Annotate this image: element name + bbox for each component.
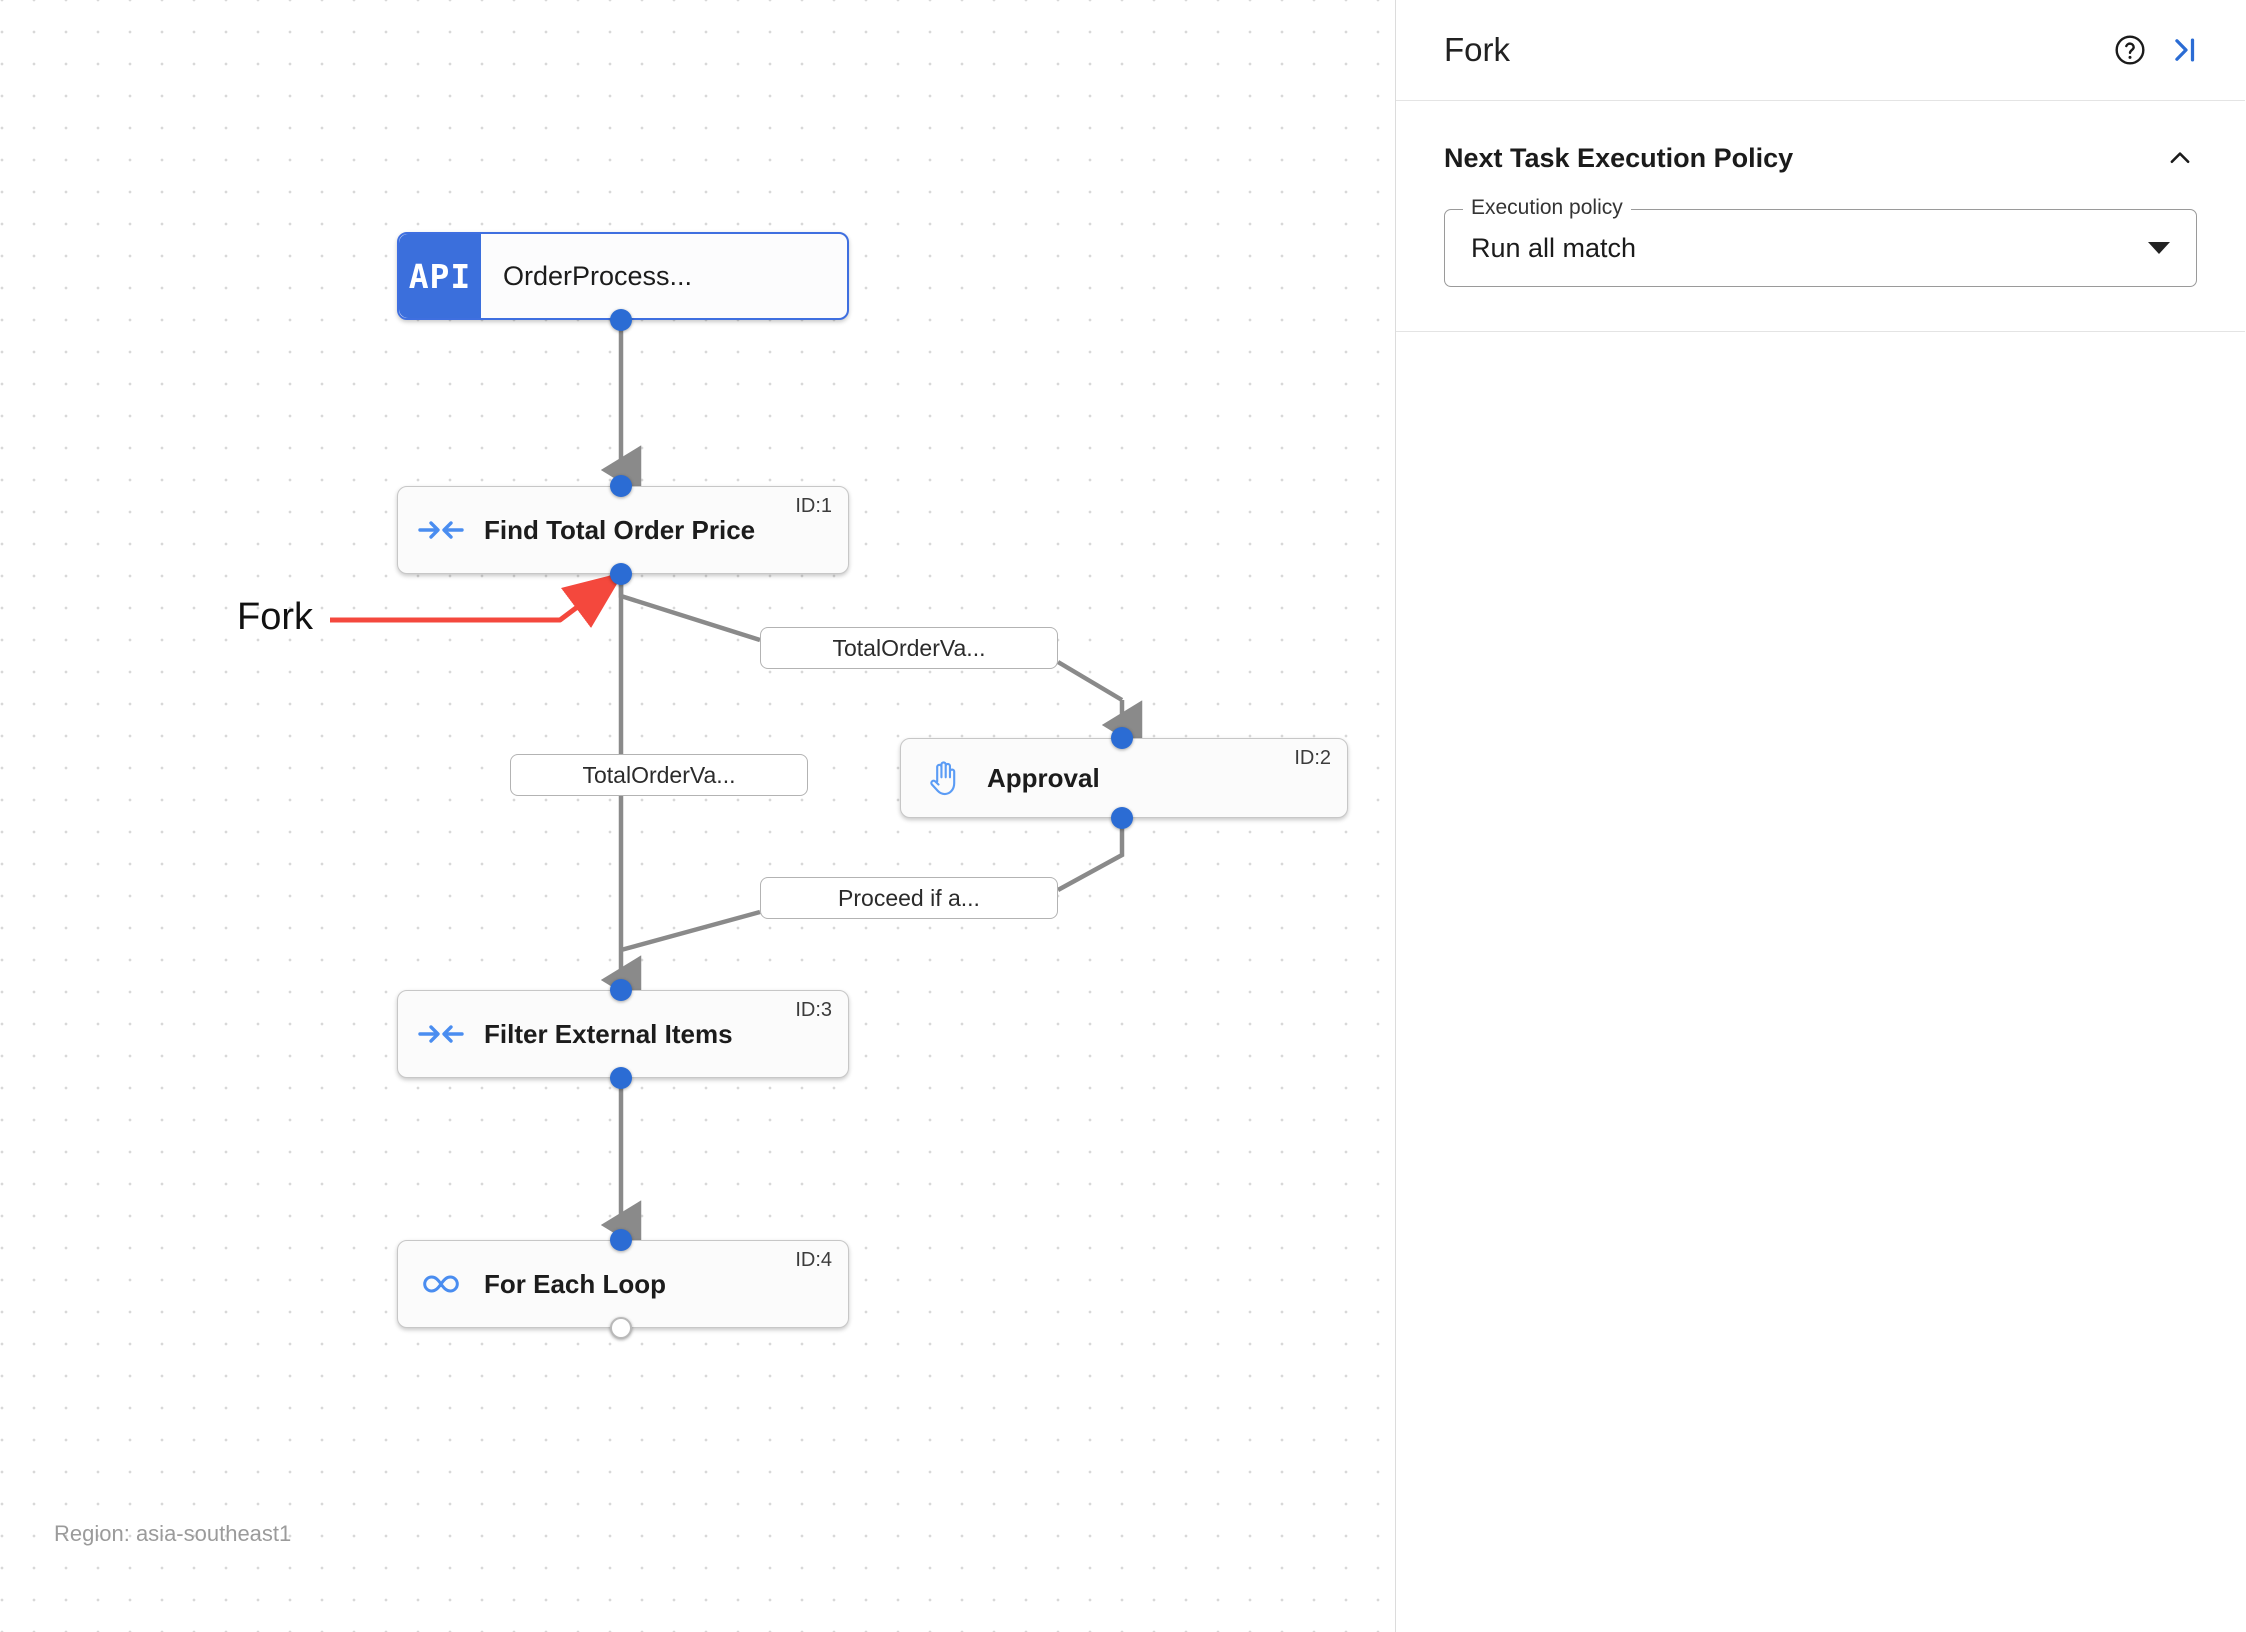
merge-arrows-icon: [398, 1020, 484, 1048]
section-next-task-execution-policy: Next Task Execution Policy Execution pol…: [1396, 101, 2245, 332]
node-title: OrderProcess...: [503, 260, 693, 291]
section-title: Next Task Execution Policy: [1444, 142, 1794, 173]
connector-task4-in[interactable]: [610, 1229, 632, 1251]
connector-approval-out[interactable]: [1111, 807, 1133, 829]
node-approval[interactable]: Approval ID:2: [900, 738, 1348, 818]
execution-policy-value: Run all match: [1471, 232, 1637, 263]
edge-label-total-order-value-approval[interactable]: TotalOrderVa...: [760, 627, 1058, 669]
edge-label-total-order-value-filter[interactable]: TotalOrderVa...: [510, 754, 808, 796]
node-title: For Each Loop: [484, 1268, 666, 1299]
node-id-badge: ID:3: [795, 999, 832, 1021]
api-badge-icon: API: [399, 234, 481, 318]
infinity-icon: [398, 1271, 484, 1297]
connector-task4-out[interactable]: [610, 1317, 632, 1339]
execution-policy-label: Execution policy: [1463, 196, 1631, 220]
properties-panel: Fork Next Task Execution Policy: [1396, 0, 2245, 1632]
node-id-badge: ID:1: [795, 495, 832, 517]
edge-label-proceed-if-approved[interactable]: Proceed if a...: [760, 877, 1058, 919]
fork-annotation-label: Fork: [237, 596, 313, 638]
panel-title: Fork: [1444, 31, 1510, 68]
node-for-each-loop[interactable]: For Each Loop ID:4: [397, 1240, 849, 1328]
help-circle-icon[interactable]: [2103, 23, 2157, 77]
node-filter-external-items[interactable]: Filter External Items ID:3: [397, 990, 849, 1078]
node-id-badge: ID:2: [1294, 747, 1331, 769]
hand-raised-icon: [901, 758, 987, 798]
merge-arrows-icon: [398, 516, 484, 544]
connector-trigger-out[interactable]: [610, 309, 632, 331]
chevron-up-icon[interactable]: [2163, 141, 2197, 175]
region-label: Region: asia-southeast1: [54, 1521, 292, 1546]
section-header[interactable]: Next Task Execution Policy: [1444, 141, 2197, 175]
connector-task3-out[interactable]: [610, 1067, 632, 1089]
connector-task3-in[interactable]: [610, 979, 632, 1001]
connector-approval-in[interactable]: [1111, 727, 1133, 749]
node-find-total-order-price[interactable]: Find Total Order Price ID:1: [397, 486, 849, 574]
node-title: Find Total Order Price: [484, 514, 756, 545]
workflow-canvas[interactable]: Fork API OrderProcess... Find T: [0, 0, 1396, 1632]
panel-header: Fork: [1396, 0, 2245, 101]
node-id-badge: ID:4: [795, 1249, 832, 1271]
node-title: Approval: [987, 762, 1100, 793]
collapse-panel-icon[interactable]: [2157, 23, 2211, 77]
connector-task1-out[interactable]: [610, 563, 632, 585]
caret-down-icon[interactable]: [2148, 242, 2170, 254]
execution-policy-select[interactable]: Execution policy Run all match: [1444, 196, 2197, 287]
connector-task1-in[interactable]: [610, 475, 632, 497]
node-order-process-trigger[interactable]: API OrderProcess...: [397, 232, 849, 320]
node-title: Filter External Items: [484, 1018, 733, 1049]
